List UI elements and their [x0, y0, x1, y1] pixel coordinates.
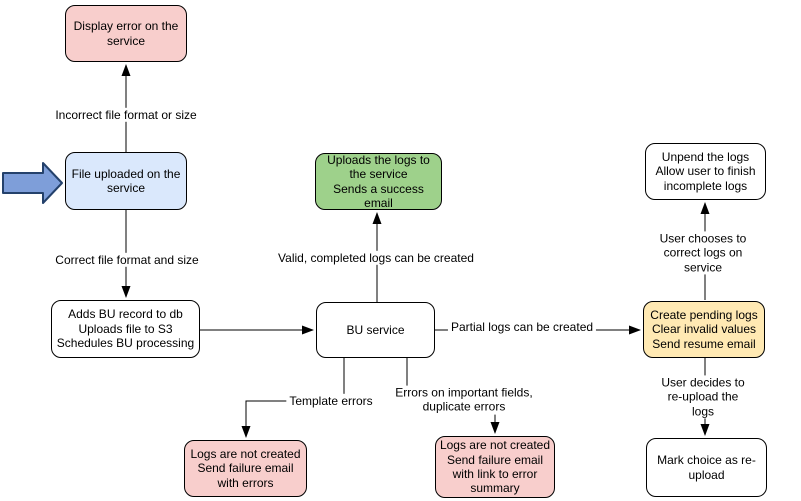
edge-label-user-corrects: User chooses to correct logs on service	[654, 231, 752, 275]
edge-label-user-reuploads: User decides to re-upload the logs	[654, 375, 752, 419]
node-create-pending: Create pending logs Clear invalid values…	[643, 301, 765, 358]
edge-label-incorrect-format: Incorrect file format or size	[52, 107, 200, 123]
edge-label-template-errors: Template errors	[286, 393, 376, 409]
node-logs-failure-summary: Logs are not created Send failure email …	[435, 436, 555, 498]
edge-label-correct-format: Correct file format and size	[52, 252, 202, 268]
node-bu-service: BU service	[316, 302, 435, 358]
node-display-error: Display error on the service	[65, 5, 187, 62]
node-file-uploaded: File uploaded on the service	[65, 152, 187, 210]
block-arrow-right-icon	[2, 162, 63, 204]
node-uploads-logs: Uploads the logs to the service Sends a …	[315, 153, 442, 210]
edge-label-important-field-errors: Errors on important fields, duplicate er…	[392, 385, 536, 415]
node-logs-failure-errors: Logs are not created Send failure email …	[184, 440, 307, 497]
edge-label-valid-logs: Valid, completed logs can be created	[275, 250, 477, 266]
node-unpend-logs: Unpend the logs Allow user to finish inc…	[645, 143, 766, 200]
node-adds-bu-record: Adds BU record to db Uploads file to S3 …	[51, 300, 200, 358]
node-mark-reupload: Mark choice as re- upload	[646, 438, 767, 497]
edge-label-partial-logs: Partial logs can be created	[447, 319, 597, 335]
